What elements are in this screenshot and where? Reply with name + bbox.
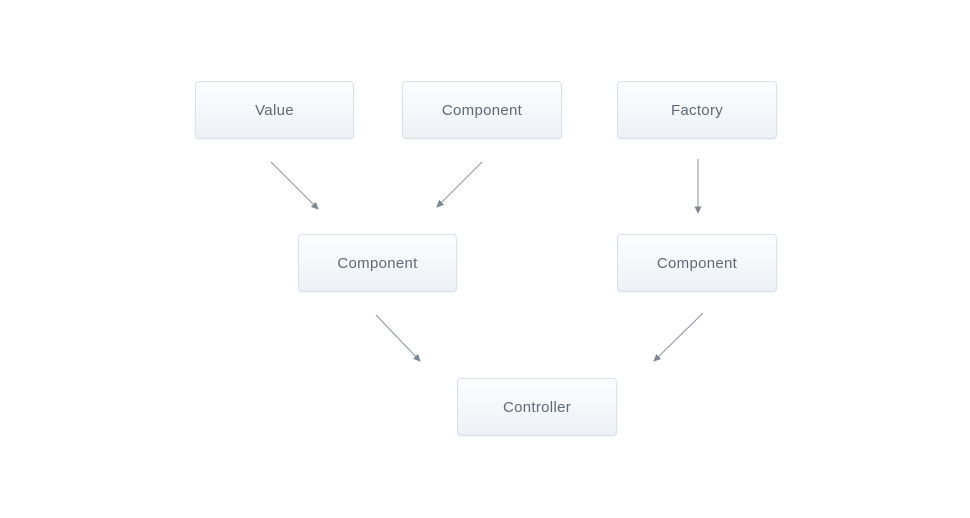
node-label: Factory	[670, 101, 724, 119]
node-component-mid-left: Component	[298, 234, 457, 292]
node-factory: Factory	[617, 81, 777, 139]
node-component-top: Component	[402, 81, 562, 139]
node-label: Value	[255, 101, 294, 119]
node-value: Value	[195, 81, 354, 139]
arrow-value-to-component-mid-left	[270, 161, 319, 210]
node-label: Component	[656, 254, 738, 272]
node-label: Component	[441, 101, 523, 119]
arrow-component-top-to-component-mid-left	[436, 161, 483, 208]
node-label: Controller	[502, 398, 572, 416]
arrow-component-mid-left-to-controller	[375, 314, 421, 362]
node-controller: Controller	[457, 378, 617, 436]
node-label: Component	[337, 254, 418, 272]
arrow-component-mid-right-to-controller	[653, 312, 704, 362]
node-component-mid-right: Component	[617, 234, 777, 292]
